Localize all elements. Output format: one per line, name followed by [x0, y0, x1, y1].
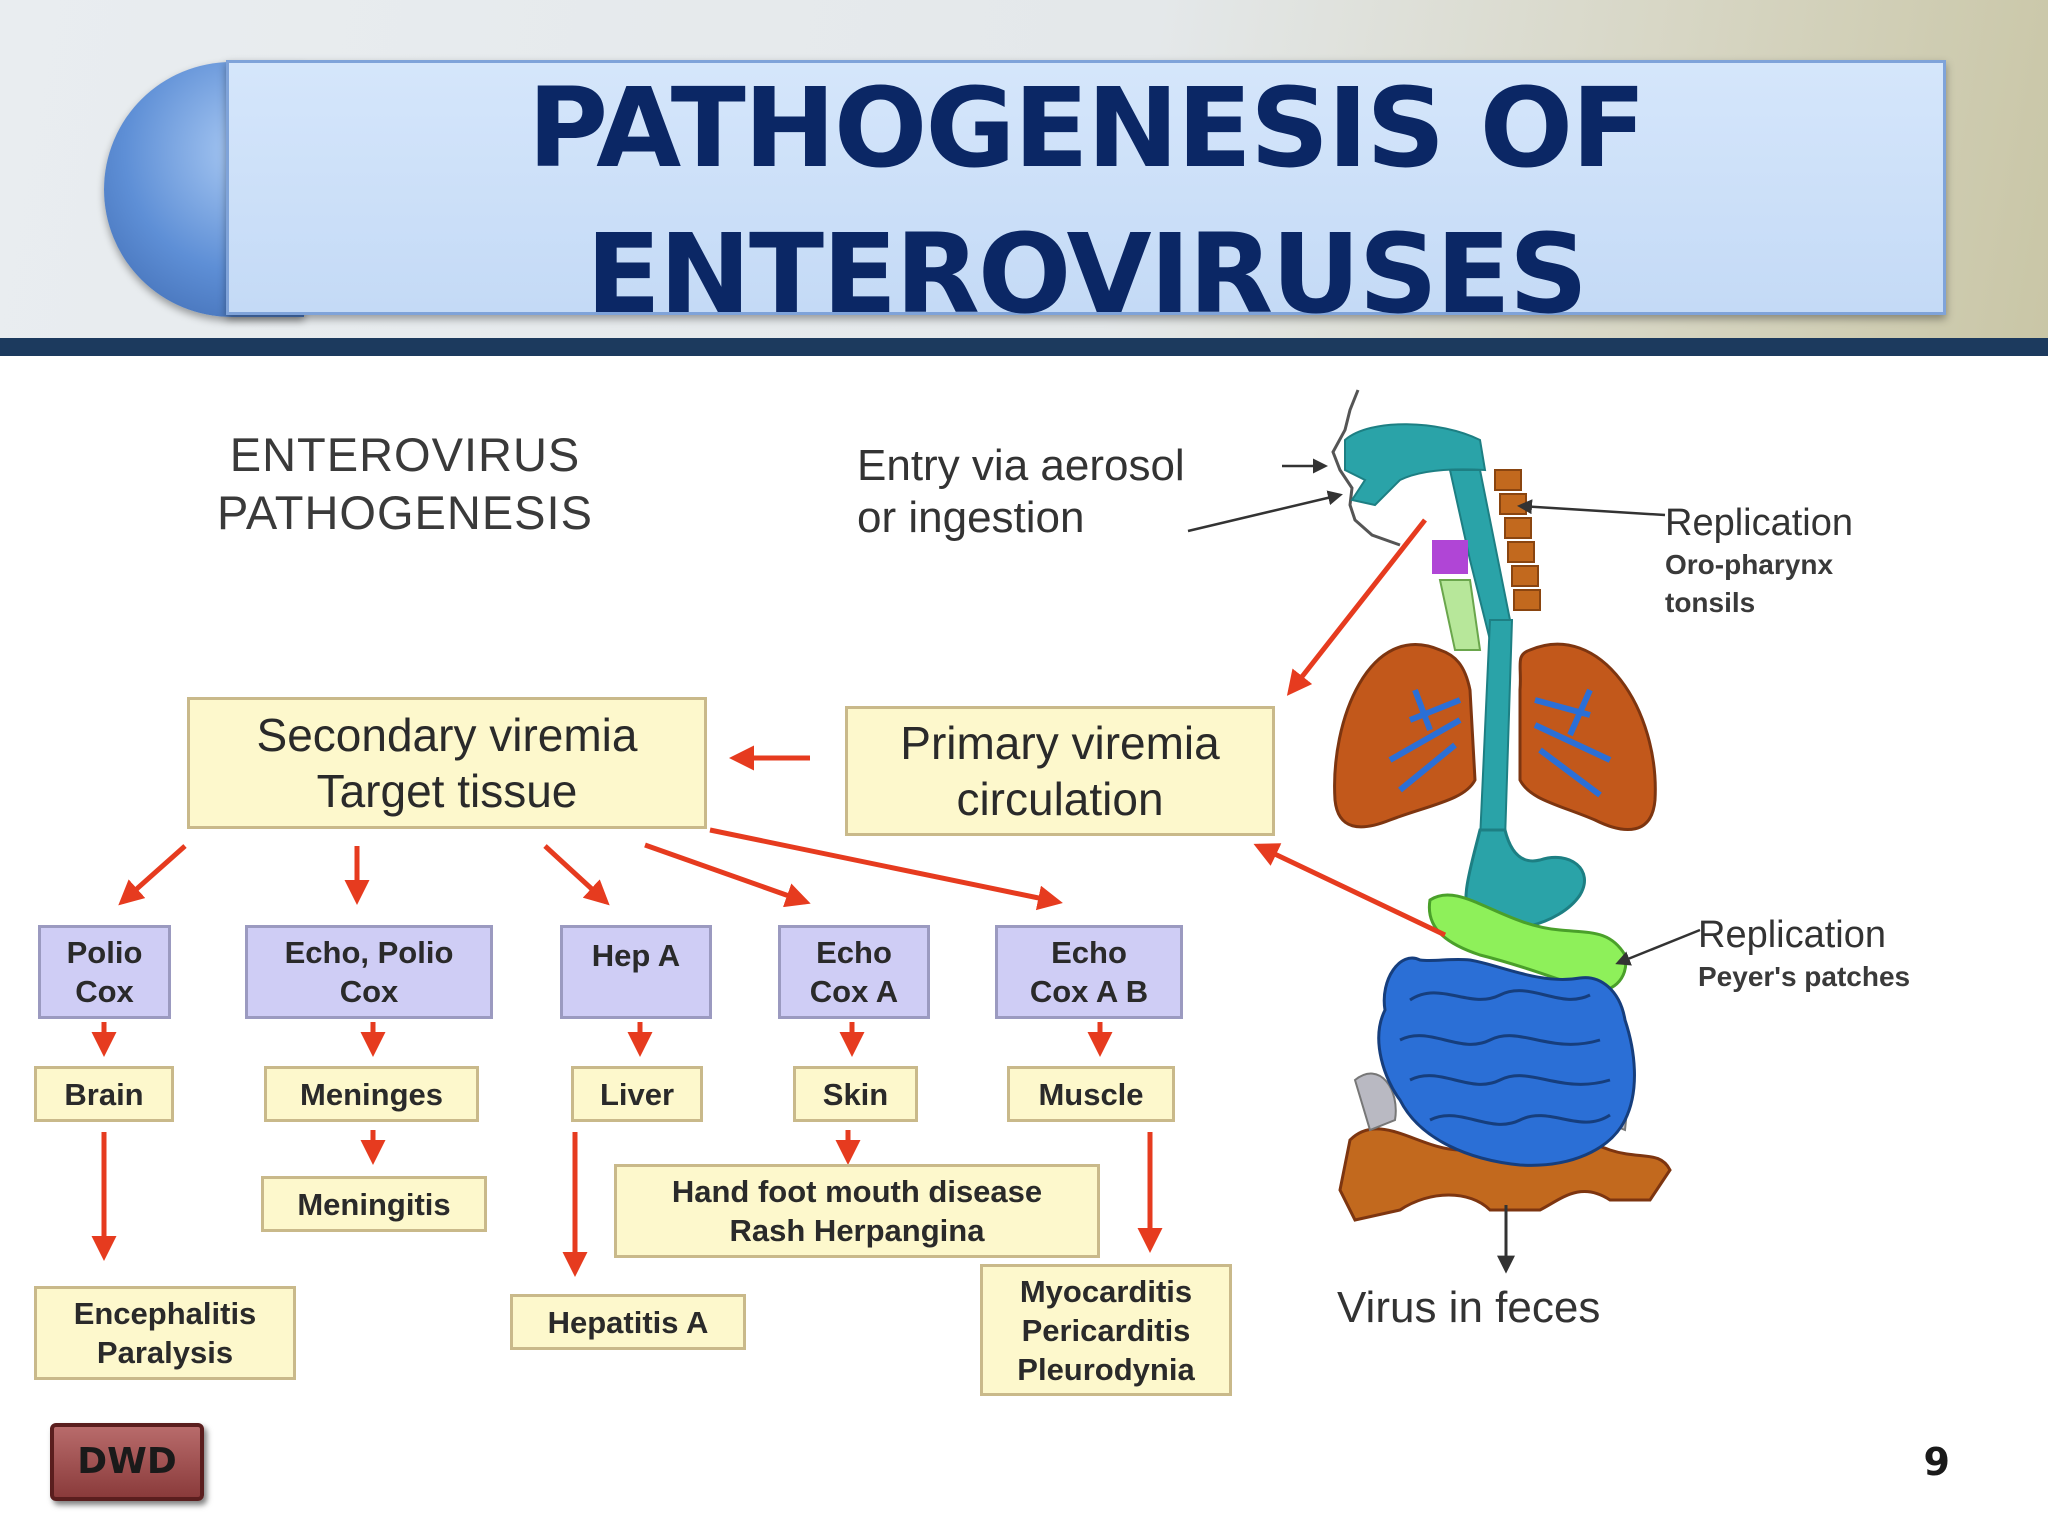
slide-title-line2: ENTEROVIRUSES — [585, 210, 1588, 338]
primary-viremia-box: Primary viremia circulation — [845, 706, 1275, 836]
disease-box-hfmd: Hand foot mouth disease Rash Herpangina — [614, 1164, 1100, 1258]
trachea — [1438, 579, 1482, 651]
feces-label: Virus in feces — [1337, 1283, 1601, 1332]
encephalitis-line1: Encephalitis — [73, 1296, 257, 1331]
virus-line1: Hep A — [591, 938, 681, 973]
disease-box-encephalitis: Encephalitis Paralysis — [34, 1286, 296, 1380]
primary-viremia-line2: circulation — [956, 773, 1164, 825]
replication-site-1a: Oro-pharynx — [1665, 549, 1834, 580]
esophagus — [1478, 619, 1514, 841]
tissue-box-muscle: Muscle — [1007, 1066, 1175, 1122]
intestine-folds — [1399, 989, 1611, 1126]
tissue-box-meninges: Meninges — [264, 1066, 479, 1122]
small-intestine — [1377, 956, 1636, 1167]
virus-line1: Polio — [66, 935, 143, 970]
tissue-box-skin: Skin — [793, 1066, 918, 1122]
replication-site-1b: tonsils — [1665, 587, 1756, 618]
anatomy-figure — [1331, 389, 1672, 1274]
virus-line1: Echo — [1051, 935, 1127, 970]
face-profile — [1331, 389, 1401, 547]
hfmd-line1: Hand foot mouth disease — [671, 1174, 1043, 1209]
cardiac-line1: Myocarditis — [1019, 1273, 1193, 1309]
header-divider — [0, 338, 2048, 356]
secondary-viremia-box: Secondary viremia Target tissue — [187, 697, 707, 829]
secondary-viremia-line2: Target tissue — [316, 765, 578, 817]
slide-title: PATHOGENESIS OF ENTEROVIRUSES — [226, 55, 1946, 347]
virus-box-echo-cox-a-b: Echo Cox A B — [995, 925, 1183, 1019]
disease-box-hepatitis-a: Hepatitis A — [510, 1294, 746, 1350]
replication-site-2: Peyer's patches — [1698, 961, 1911, 992]
entry-label-line1: Entry via aerosol — [857, 441, 1185, 490]
disease-box-cardiac: Myocarditis Pericarditis Pleurodynia — [980, 1264, 1232, 1396]
secondary-viremia-line1: Secondary viremia — [256, 709, 638, 761]
diagram-heading-line2: PATHOGENESIS — [217, 486, 593, 539]
virus-line1: Echo, Polio — [284, 935, 454, 970]
hfmd-line2: Rash Herpangina — [729, 1213, 985, 1248]
replication-peyers-label: Replication Peyer's patches — [1698, 912, 1910, 996]
peyers-patches — [1427, 893, 1628, 993]
virus-box-hep-a: Hep A — [560, 925, 712, 1019]
replication-oropharynx-label: Replication Oro-pharynx tonsils — [1665, 500, 1853, 622]
tonsil — [1432, 540, 1468, 574]
spine — [1494, 469, 1541, 611]
virus-box-echo-cox-a: Echo Cox A — [778, 925, 930, 1019]
diagram-heading-line1: ENTEROVIRUS — [229, 428, 581, 481]
tissue-box-liver: Liver — [571, 1066, 703, 1122]
encephalitis-line2: Paralysis — [96, 1335, 234, 1370]
oral-cavity — [1344, 423, 1487, 507]
bronchi — [1388, 688, 1612, 798]
tissue-box-brain: Brain — [34, 1066, 174, 1122]
primary-viremia-line1: Primary viremia — [900, 717, 1220, 769]
virus-line2: Cox — [75, 974, 134, 1009]
replication-title-1: Replication — [1665, 502, 1853, 544]
virus-box-polio-cox: Polio Cox — [38, 925, 171, 1019]
virus-box-echo-polio-cox: Echo, Polio Cox — [245, 925, 493, 1019]
slide-title-line1: PATHOGENESIS OF — [527, 64, 1647, 192]
entry-label-line2: or ingestion — [857, 493, 1085, 542]
virus-line2: Cox — [339, 974, 399, 1009]
virus-line2: Cox A — [809, 974, 899, 1009]
title-banner — [226, 60, 1946, 315]
pathogenesis-diagram — [91, 389, 1701, 1277]
replication-title-2: Replication — [1698, 914, 1886, 956]
disease-box-meningitis: Meningitis — [261, 1176, 487, 1232]
virus-line1: Echo — [816, 935, 892, 970]
red-arrows — [91, 518, 1447, 1277]
cardiac-line2: Pericarditis — [1021, 1312, 1191, 1348]
dwd-badge[interactable]: DWD — [50, 1423, 204, 1501]
left-lung — [1333, 643, 1477, 829]
page-number: 9 — [1923, 1440, 1950, 1484]
virus-line2: Cox A B — [1029, 974, 1149, 1009]
pointer-lines — [1187, 458, 1701, 966]
cardiac-line3: Pleurodynia — [1017, 1351, 1195, 1387]
diagram-heading: ENTEROVIRUS PATHOGENESIS — [205, 426, 605, 542]
right-lung — [1518, 642, 1657, 832]
entry-label: Entry via aerosol or ingestion — [857, 440, 1185, 544]
